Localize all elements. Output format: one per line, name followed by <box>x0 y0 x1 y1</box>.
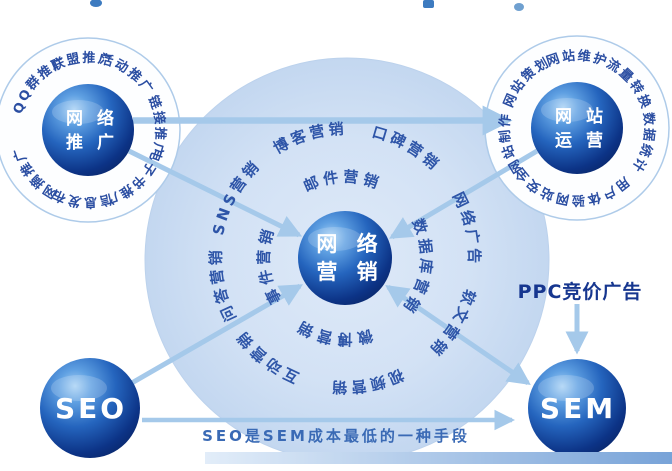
promotion-label-line2: 推 广 <box>66 132 118 153</box>
arrow-operation-to-center <box>389 148 539 240</box>
sphere-highlight <box>52 100 104 124</box>
sphere-highlight <box>308 227 362 251</box>
ppc-bidding-ads-label: PPC竞价广告 <box>518 280 643 303</box>
seo-sphere <box>40 358 140 458</box>
sphere-highlight <box>51 375 107 401</box>
arrow-seo-to-center <box>128 283 303 387</box>
sphere-highlight <box>541 98 593 122</box>
top-edge-artifact <box>90 0 102 7</box>
bottom-band <box>205 452 672 464</box>
operation-label-line2: 运 营 <box>555 130 607 151</box>
sphere-labels: 网 络 推 广 网 站 运 营 网 络 营 销 SEO SEM <box>55 106 616 425</box>
sphere-layer <box>40 82 626 458</box>
network-marketing-center-sphere <box>298 211 392 305</box>
promotion-label-line1: 网 络 <box>66 108 118 129</box>
network-promotion-sphere <box>42 84 134 176</box>
arrow-promotion-to-center <box>127 148 303 238</box>
center-label-line2: 营 销 <box>316 260 383 284</box>
bottom-caption: SEO是SEM成本最低的一种手段 <box>202 427 470 445</box>
website-operation-sphere <box>531 82 623 174</box>
arrow-center-sem-bidirectional <box>385 284 531 386</box>
top-edge-artifact <box>514 3 524 11</box>
top-edge-artifact <box>423 0 434 8</box>
sem-label: SEM <box>540 392 616 425</box>
arrow-layer <box>127 105 589 431</box>
sem-sphere <box>528 359 626 457</box>
sphere-highlight <box>538 375 594 401</box>
center-label-line1: 网 络 <box>316 232 383 256</box>
seo-label: SEO <box>55 392 127 425</box>
operation-label-line1: 网 站 <box>555 106 607 127</box>
